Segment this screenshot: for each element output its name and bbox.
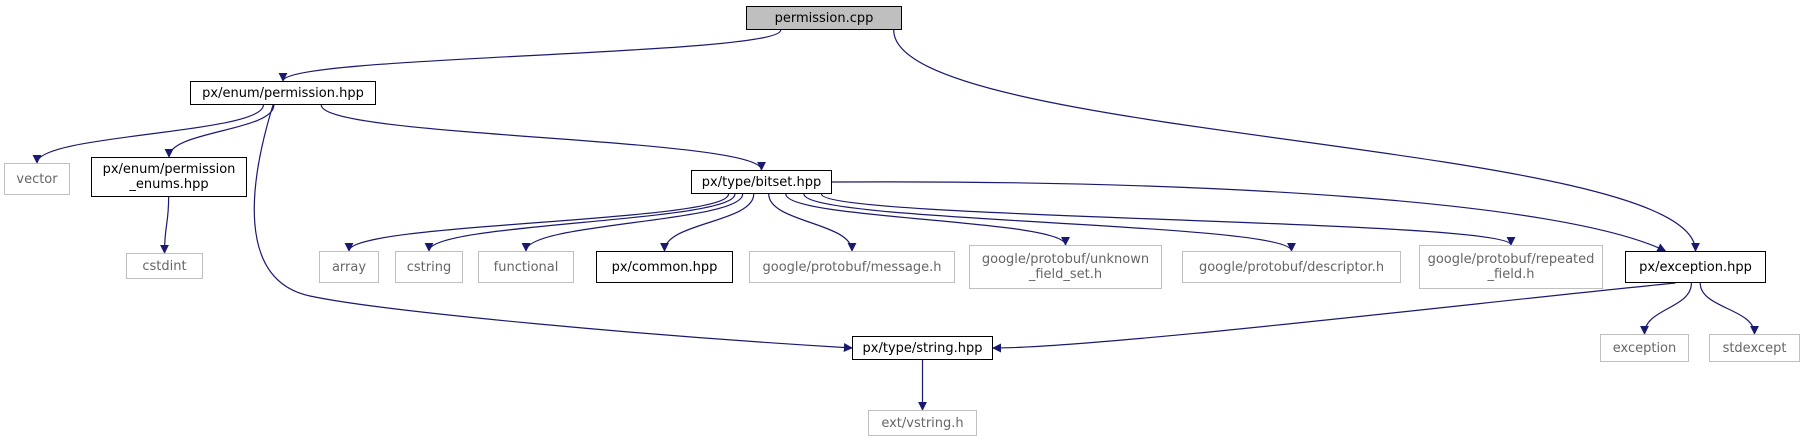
edge-px-type-bitset-hpp-to-protobuf-message-h xyxy=(768,193,857,252)
edge-px-exception-hpp-to-stdexcept xyxy=(1699,282,1759,335)
edge-px-type-bitset-hpp-to-protobuf-unknown-field-set-h xyxy=(785,193,1070,246)
node-cstdint: cstdint xyxy=(126,253,203,279)
edge-permission-cpp-to-px-enum-permission-hpp xyxy=(278,29,782,82)
edge-px-exception-hpp-to-px-type-string-hpp xyxy=(992,282,1676,353)
node-vector: vector xyxy=(4,163,70,195)
edge-px-type-bitset-hpp-to-functional xyxy=(521,193,744,252)
node-exception: exception xyxy=(1600,334,1689,362)
node-google-protobuf-unknown-field-set-h: google/protobuf/unknown _field_set.h xyxy=(969,245,1162,289)
edge-px-enum-permission-hpp-to-px-type-bitset-hpp xyxy=(320,104,766,171)
edge-px-type-bitset-hpp-to-px-exception-hpp xyxy=(831,181,1667,252)
node-permission-cpp: permission.cpp xyxy=(746,6,902,30)
node-array: array xyxy=(319,251,379,283)
node-google-protobuf-repeated-field-h: google/protobuf/repeated _field.h xyxy=(1419,245,1603,289)
node-px-type-string-hpp[interactable]: px/type/string.hpp xyxy=(852,336,993,360)
edge-px-enum-permission-hpp-to-px-enum-permission-enums-hpp xyxy=(164,104,275,158)
node-functional: functional xyxy=(478,251,574,283)
edge-group xyxy=(32,29,1759,411)
node-px-enum-permission-enums-hpp[interactable]: px/enum/permission _enums.hpp xyxy=(91,157,247,197)
node-px-exception-hpp[interactable]: px/exception.hpp xyxy=(1625,251,1766,283)
edge-px-type-bitset-hpp-to-protobuf-repeated-field-h xyxy=(820,193,1516,246)
node-stdexcept: stdexcept xyxy=(1709,334,1800,362)
edge-permission-cpp-to-px-exception-hpp xyxy=(893,29,1700,252)
node-px-common-hpp[interactable]: px/common.hpp xyxy=(596,251,733,283)
edge-px-enum-permission-enums-hpp-to-cstdint xyxy=(160,196,170,254)
edge-px-type-bitset-hpp-to-array xyxy=(344,193,730,252)
node-px-enum-permission-hpp[interactable]: px/enum/permission.hpp xyxy=(190,81,376,105)
node-cstring: cstring xyxy=(395,251,463,283)
edge-px-type-bitset-hpp-to-px-common-hpp xyxy=(660,193,755,252)
node-px-type-bitset-hpp[interactable]: px/type/bitset.hpp xyxy=(691,170,832,194)
edge-px-enum-permission-hpp-to-px-type-string-hpp xyxy=(253,104,853,353)
edge-px-type-bitset-hpp-to-cstring xyxy=(424,193,736,252)
node-google-protobuf-descriptor-h: google/protobuf/descriptor.h xyxy=(1182,251,1401,283)
edge-px-enum-permission-hpp-to-vector xyxy=(32,104,264,164)
node-ext-vstring-h: ext/vstring.h xyxy=(868,410,977,436)
node-google-protobuf-message-h: google/protobuf/message.h xyxy=(749,251,955,283)
edge-px-exception-hpp-to-exception xyxy=(1640,282,1693,335)
edge-px-type-bitset-hpp-to-protobuf-descriptor-h xyxy=(803,193,1296,252)
